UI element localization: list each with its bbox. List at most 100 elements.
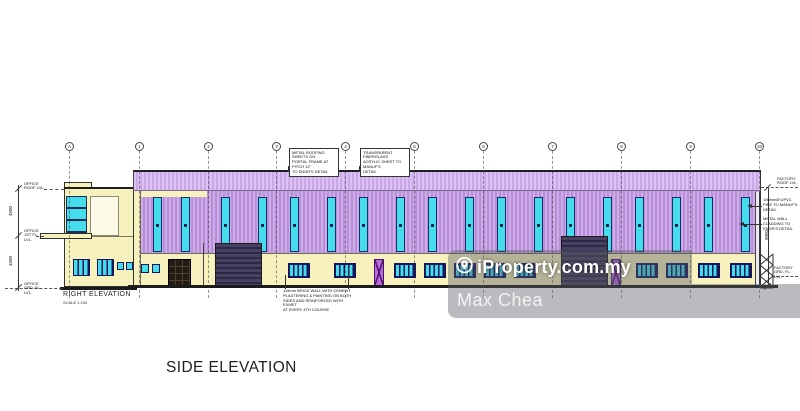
level-label-office-ground: OFFICE GRD. FL. LVL.: [24, 281, 41, 295]
louvre-window-cluster: [394, 263, 416, 278]
leader-line: [285, 275, 286, 289]
entrance-canopy: [40, 233, 92, 239]
wall-cladding-note: METAL WALL CLADDING TO ENGR'S DETAIL: [763, 216, 793, 231]
office-wall-strip: [141, 191, 207, 197]
small-window: [141, 264, 149, 273]
side-elevation-title: SIDE ELEVATION: [166, 359, 297, 376]
level-label-factory-ground: FACTORY GRD. FL. LVL.: [774, 265, 793, 279]
right-elevation-scale: SCALE 1:100: [63, 300, 88, 305]
leader-line: [348, 268, 349, 289]
dimension-line: [768, 188, 769, 287]
level-label-office-first: OFFICE 1ST FL. LVL.: [24, 228, 39, 242]
leader-line: [743, 224, 762, 225]
window-strip: [672, 197, 681, 252]
grid-line: [208, 151, 209, 298]
first-floor-line: [64, 236, 134, 237]
louvre-window-cluster: [730, 263, 752, 278]
office-window-cluster: [97, 259, 114, 276]
grid-bubble: 4: [341, 142, 350, 151]
grid-line: [69, 151, 70, 298]
service-door: [374, 259, 384, 286]
office-window-cluster: [73, 259, 90, 276]
ground-level-dash-line: [772, 276, 798, 277]
grid-bubble: 5: [410, 142, 419, 151]
window-strip: [635, 197, 644, 252]
grid-line: [759, 151, 760, 298]
first-floor-dash-line: [36, 236, 44, 237]
ground-level-dash-line: [5, 288, 62, 289]
louvre-window-cluster: [666, 263, 688, 278]
grid-bubble: 1: [135, 142, 144, 151]
window-strip: [704, 197, 713, 252]
window-strip: [181, 197, 190, 252]
office-parapet-step: [64, 182, 92, 188]
small-window: [126, 262, 133, 270]
brick-wall-note: 115mm BRICK WALL WITH CEMENT PLASTERING …: [283, 288, 352, 313]
window-strip: [497, 197, 506, 252]
grid-bubble: 9: [686, 142, 695, 151]
grid-bubble: 2: [204, 142, 213, 151]
window-strip: [327, 197, 336, 252]
leader-line: [359, 166, 360, 172]
grid-bubble: 8: [617, 142, 626, 151]
leader-line: [751, 206, 762, 207]
watermark-card: [448, 250, 692, 318]
watermark-brand-text: iProperty.com.my: [477, 257, 631, 277]
dimension-line: [18, 185, 19, 291]
leader-line: [288, 166, 289, 172]
factory-cladding-wall: [133, 191, 761, 253]
window-strip: [396, 197, 405, 252]
window-strip: [290, 197, 299, 252]
window-strip: [153, 197, 162, 252]
roof-level-dash-line: [761, 187, 798, 188]
door-height-dimension-line: [203, 243, 204, 287]
roofing-note: METAL ROOFING SHEETS ON PORTAL FRAME AT …: [289, 148, 339, 177]
grid-line: [483, 151, 484, 298]
watermark-band: [692, 284, 800, 318]
roof-level-dash-line: [44, 189, 64, 190]
grid-line: [690, 151, 691, 298]
ground-line: [128, 285, 778, 288]
louvre-window-cluster: [288, 263, 310, 278]
window-strip: [465, 197, 474, 252]
grid-bubble: A: [65, 142, 74, 151]
grid-bubble: 7: [548, 142, 557, 151]
window-strip: [359, 197, 368, 252]
right-elevation-ground-line: [60, 287, 137, 290]
roller-shutter-door: [215, 243, 262, 287]
leader-arrowhead: [747, 203, 752, 208]
office-recessed-panel: [90, 196, 119, 236]
grid-line: [276, 151, 277, 298]
dimension-value: 4500: [8, 256, 13, 267]
watermark-agent-name: Max Chea: [457, 290, 544, 310]
cat-ladder: [759, 253, 774, 289]
louvre-window-cluster: [514, 263, 536, 278]
small-window: [152, 264, 160, 273]
right-elevation-title: RIGHT ELEVATION: [63, 291, 131, 298]
end-wall-column: [133, 191, 141, 287]
grid-bubble: 10: [755, 142, 764, 151]
level-label-factory-roof: FACTORY ROOF LVL.: [777, 176, 798, 186]
grid-line: [414, 151, 415, 298]
dimension-value: 9000: [764, 230, 769, 241]
window-strip: [534, 197, 543, 252]
grid-line: [621, 151, 622, 298]
fiberglass-note: TRANSPARENT FIBERGLASS ACRYLIC SHEET TO …: [360, 148, 410, 177]
louvre-window-cluster: [636, 263, 658, 278]
roof-fascia-band: [133, 170, 761, 191]
level-label-office-roof: OFFICE ROOF LVL.: [24, 181, 45, 191]
leader-arrowhead: [739, 221, 744, 226]
grid-line: [552, 151, 553, 298]
window-strip: [258, 197, 267, 252]
office-entrance-door: [168, 259, 191, 287]
louvre-window-cluster: [424, 263, 446, 278]
location-pin-icon: [456, 256, 473, 274]
dimension-value: 4500: [8, 206, 13, 217]
grid-bubble: 3: [272, 142, 281, 151]
grid-line: [139, 151, 140, 298]
louvre-window-cluster: [698, 263, 720, 278]
grid-line: [345, 151, 346, 298]
small-window: [117, 262, 124, 270]
window-strip: [428, 197, 437, 252]
